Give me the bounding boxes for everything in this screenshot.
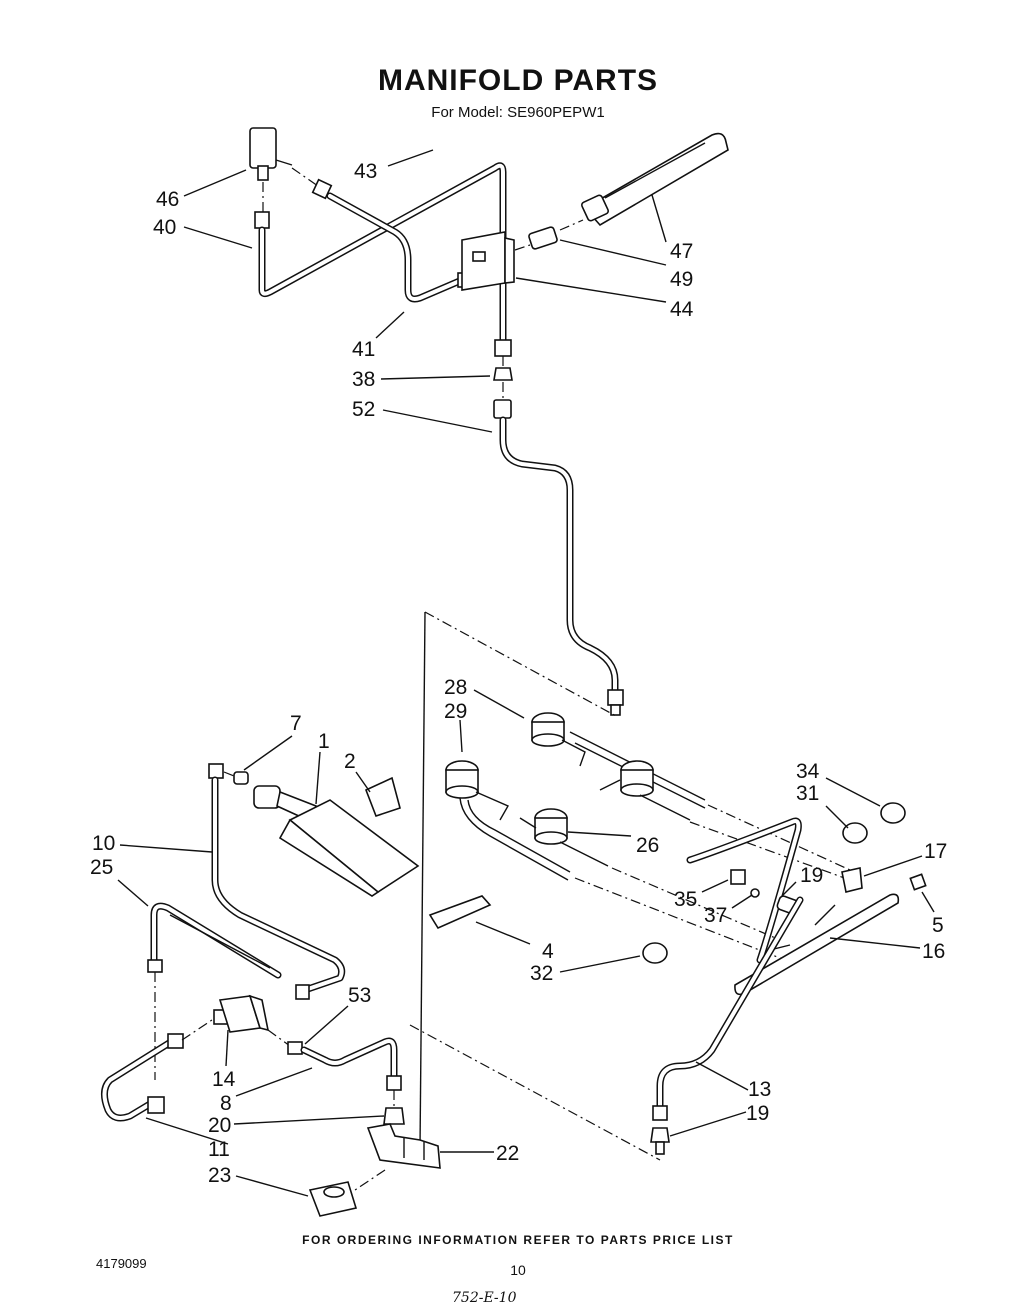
callout-46: 46 [156,188,179,211]
callout-31: 31 [796,782,819,805]
callout-35: 35 [674,888,697,911]
callout-43: 43 [354,160,377,183]
callout-19-lower: 19 [746,1102,769,1125]
document-number: 4179099 [96,1256,147,1271]
handwritten-code: 752-E-10 [452,1290,517,1306]
callout-38: 38 [352,368,375,391]
callout-19-upper: 19 [800,864,823,887]
leader-lines [117,149,935,1197]
callout-14: 14 [212,1068,236,1091]
page-number: 10 [510,1262,526,1278]
callout-11: 11 [208,1138,230,1161]
callout-2: 2 [344,750,356,773]
callout-13: 13 [748,1078,771,1101]
callout-47: 47 [670,240,693,263]
callout-37: 37 [704,904,727,927]
callout-41: 41 [352,338,375,361]
callout-20: 20 [208,1114,231,1137]
callout-8: 8 [220,1092,232,1115]
callout-5: 5 [932,914,944,937]
callout-22: 22 [496,1142,519,1165]
callout-labels: 46 40 43 41 38 52 47 49 44 28 29 26 34 3… [90,160,947,1187]
oven-assembly [101,763,804,1217]
callout-29: 29 [444,700,467,723]
callout-28: 28 [444,676,467,699]
burner-assembly [428,712,927,996]
upper-assembly [249,127,729,716]
callout-16: 16 [922,940,945,963]
callout-32: 32 [530,962,553,985]
callout-49: 49 [670,268,693,291]
ordering-note: FOR ORDERING INFORMATION REFER TO PARTS … [302,1233,734,1247]
callout-7: 7 [290,712,302,735]
callout-25: 25 [90,856,113,879]
page-title: MANIFOLD PARTS [377,64,659,97]
callout-34: 34 [796,760,820,783]
callout-4: 4 [542,940,554,963]
callout-52: 52 [352,398,375,421]
model-subtitle: For Model: SE960PEPW1 [431,104,605,121]
callout-40: 40 [153,216,176,239]
callout-10: 10 [92,832,115,855]
callout-17: 17 [924,840,947,863]
callout-44: 44 [670,298,694,321]
callout-1: 1 [318,730,330,753]
callout-53: 53 [348,984,371,1007]
callout-23: 23 [208,1164,231,1187]
frame-outline [409,611,661,1161]
callout-26: 26 [636,834,659,857]
